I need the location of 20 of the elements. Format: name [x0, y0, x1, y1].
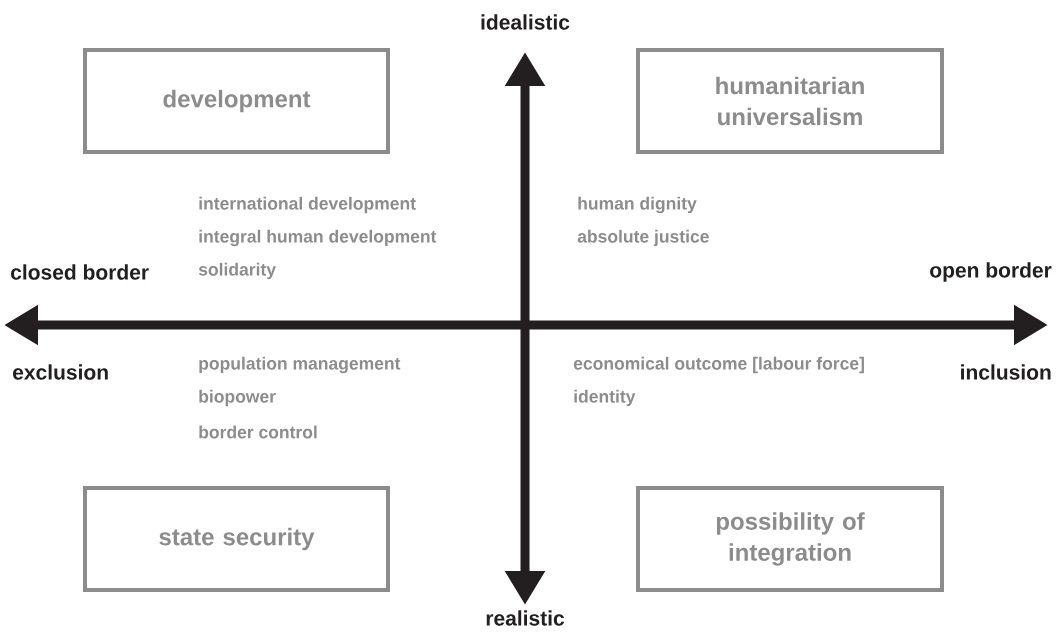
axis-label: idealistic [481, 14, 570, 30]
quadrant-keyword: integral human development [199, 229, 437, 247]
quadrant-box: possibility of integration [636, 486, 944, 592]
axis-label: inclusion [961, 364, 1051, 380]
quadrant-keyword: human dignity [578, 196, 697, 214]
quadrant-keyword: economical outcome [labour force] [573, 356, 864, 374]
axis-label: realistic [486, 610, 565, 626]
quadrant-keyword: population management [199, 356, 401, 374]
quadrant-box: humanitarian universalism [636, 48, 944, 154]
quadrant-keyword: absolute justice [577, 229, 709, 247]
quadrant-box: state security [83, 486, 390, 592]
quadrant-box: development [83, 48, 390, 154]
quadrant-keyword: biopower [199, 389, 276, 407]
axis-label: exclusion [13, 364, 108, 380]
quadrant-keyword: international development [199, 196, 416, 214]
axis-label: closed border [11, 264, 149, 280]
quadrant-keyword: solidarity [198, 262, 276, 280]
axis-label: open border [930, 262, 1052, 282]
quadrant-keyword: identity [574, 389, 636, 407]
quadrant-keyword: border control [199, 425, 317, 439]
